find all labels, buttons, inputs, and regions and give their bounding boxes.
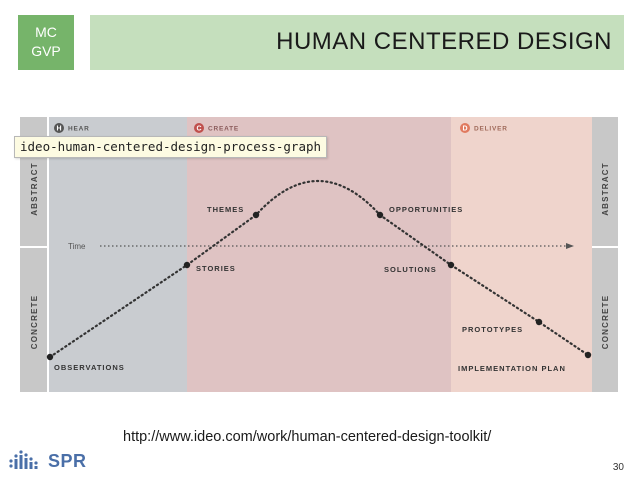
observations-marker (46, 353, 54, 361)
spr-logo: SPR (8, 448, 88, 472)
themes-marker (252, 211, 260, 219)
observations-label: OBSERVATIONS (54, 363, 125, 372)
deliver-band (451, 117, 592, 392)
bar-chart-logo-icon (9, 450, 38, 469)
solutions-marker (447, 261, 455, 269)
image-name-tooltip: ideo-human-centered-design-process-graph (14, 136, 328, 158)
hear-icon (54, 123, 64, 133)
right-side-band (592, 117, 618, 392)
prototypes-label: PROTOTYPES (462, 325, 523, 334)
time-label: Time (68, 242, 86, 251)
hcd-process-diagram: H HEAR C CREATE D DELIVER ABSTRACT CONCR… (20, 117, 618, 392)
solutions-label: SOLUTIONS (384, 265, 437, 274)
opportunities-marker (376, 211, 384, 219)
prototypes-marker (535, 318, 543, 326)
slide-title: HUMAN CENTERED DESIGN (276, 28, 612, 55)
themes-label: THEMES (207, 205, 244, 214)
create-icon (194, 123, 204, 133)
left-side-band (20, 117, 47, 392)
opportunities-label: OPPORTUNITIES (389, 205, 463, 214)
stories-label: STORIES (196, 264, 236, 273)
hear-label: HEAR (68, 126, 90, 133)
page-number: 30 (612, 462, 624, 473)
implementation-label: IMPLEMENTATION PLAN (458, 364, 566, 373)
left-concrete-label: CONCRETE (30, 295, 39, 350)
implementation-marker (584, 351, 592, 359)
deliver-label: DELIVER (474, 126, 508, 133)
badge-line-1: MC (35, 24, 57, 40)
left-abstract-label: ABSTRACT (30, 162, 39, 216)
stories-marker (183, 261, 191, 269)
badge-line-2: GVP (31, 43, 61, 59)
deliver-icon (460, 123, 470, 133)
source-link[interactable]: http://www.ideo.com/work/human-centered-… (123, 429, 492, 445)
hcd-process-graph: H HEAR C CREATE D DELIVER ABSTRACT CONCR… (20, 117, 618, 392)
right-concrete-label: CONCRETE (601, 295, 610, 350)
time-axis-arrow (566, 243, 574, 249)
hear-band (49, 117, 187, 392)
right-abstract-label: ABSTRACT (601, 162, 610, 216)
create-letter: C (196, 126, 201, 133)
hear-letter: H (56, 126, 61, 133)
mc-gvp-badge: MC GVP (18, 15, 74, 70)
create-band (187, 117, 451, 392)
deliver-letter: D (462, 126, 467, 133)
logo-text: SPR (48, 451, 87, 471)
title-bar: HUMAN CENTERED DESIGN (90, 15, 624, 70)
create-label: CREATE (208, 126, 239, 133)
